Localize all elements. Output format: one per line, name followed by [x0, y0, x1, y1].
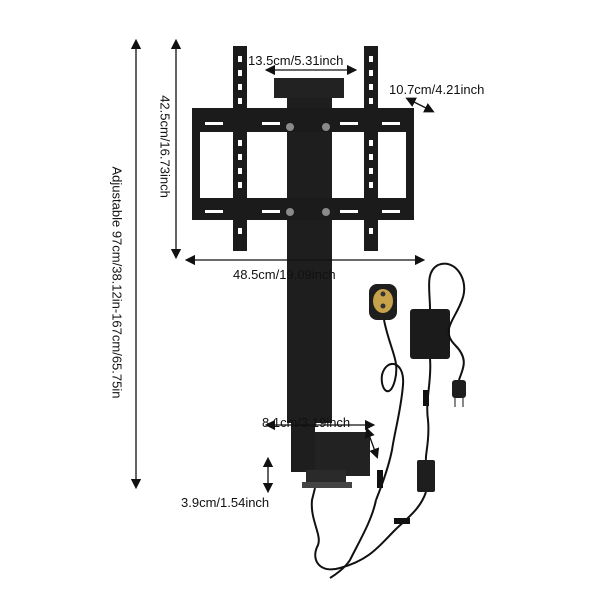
- adjustable-height-label: Adjustable 97cm/38.12in-167cm/65.75in: [109, 166, 125, 399]
- bracket-width-label: 13.5cm/5.31inch: [248, 53, 344, 68]
- control-box: [417, 460, 435, 492]
- lift-column: [287, 78, 332, 423]
- mount-height-label: 42.5cm/16.73inch: [157, 95, 173, 198]
- base-height-label: 3.9cm/1.54inch: [181, 495, 270, 510]
- left-frame: [192, 108, 200, 220]
- top-rail: [192, 108, 414, 132]
- rail-slots: [205, 122, 400, 213]
- wall-plug: [452, 380, 466, 398]
- base-plate: [302, 482, 352, 488]
- motor-width-label: 8.1cm/3.19inch: [262, 415, 351, 430]
- column-top-plate: [274, 78, 344, 98]
- bolts: [286, 123, 330, 216]
- motor-base: [306, 470, 346, 484]
- dimension-lines: [130, 38, 435, 494]
- depth-label: 10.7cm/4.21inch: [389, 82, 485, 97]
- remote-button-pad: [373, 289, 393, 313]
- left-arm: [233, 46, 247, 251]
- power-adapter: [410, 309, 450, 359]
- arm-holes: [238, 56, 373, 234]
- bottom-rail: [196, 198, 414, 220]
- cables: [310, 262, 466, 579]
- mount-width-label: 48.5cm/19.09inch: [233, 267, 336, 282]
- right-frame: [406, 108, 414, 220]
- motor-block-right: [315, 432, 370, 476]
- right-arm: [364, 46, 378, 251]
